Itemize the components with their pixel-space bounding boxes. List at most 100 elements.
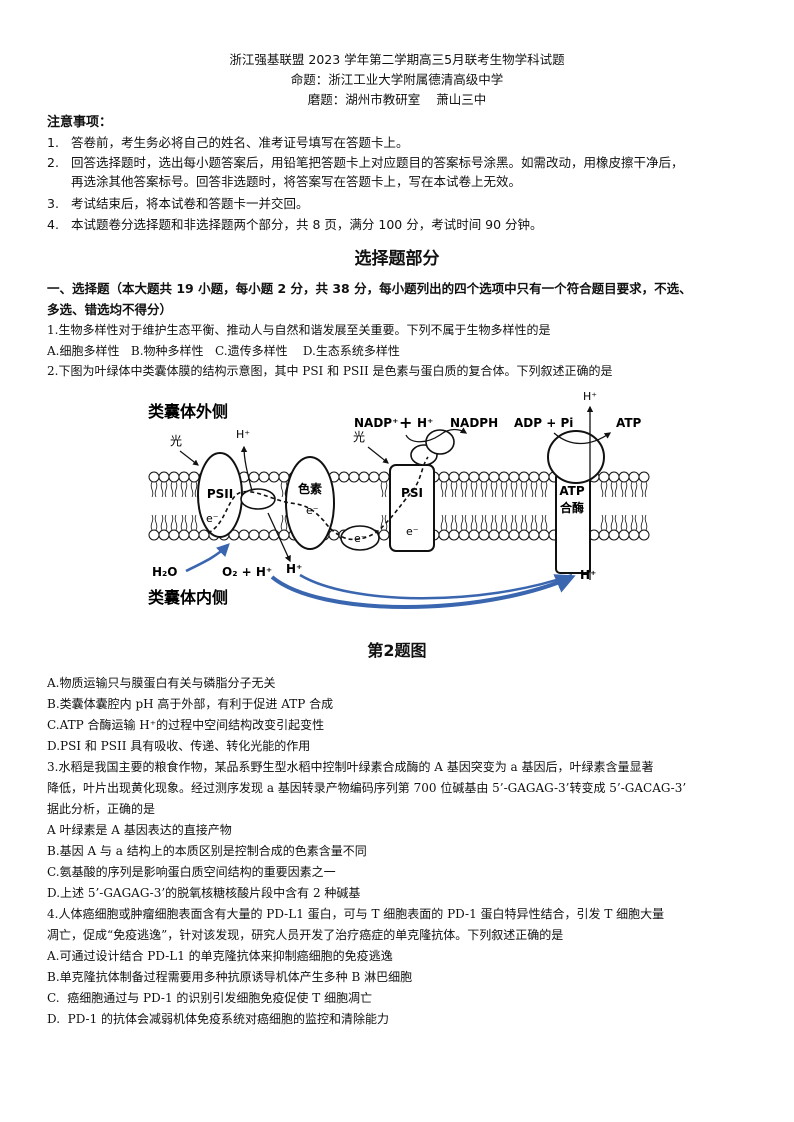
q4-option-c: C. 癌细胞通过与 PD-1 的识别引发细胞免疫促使 T 细胞凋亡 (47, 991, 373, 1005)
lipid-head (258, 471, 270, 483)
lipid-tail (160, 514, 168, 531)
carrier-ellipse (240, 488, 276, 510)
lipid-head (608, 529, 620, 541)
q4-option-a: A.可通过设计结合 PD-L1 的单克隆抗体来抑制癌细胞的免疫逃逸 (47, 949, 393, 963)
lipid-tail (600, 481, 608, 498)
lipid-tail (610, 481, 618, 498)
lipid-head (448, 529, 460, 541)
pigment-label: 色素 (298, 481, 322, 496)
lipid-head (488, 471, 500, 483)
hplus-label: H⁺ (286, 562, 302, 576)
lipid-tail (170, 514, 178, 531)
q1-options: A.细胞多样性 B.物种多样性 C.遗传多样性 D.生态系统多样性 (47, 344, 400, 358)
electron-label: e⁻ (206, 512, 219, 525)
lipid-head (248, 471, 260, 483)
lipid-head (168, 529, 180, 541)
lipid-tail (600, 514, 608, 531)
psi-label: PSI (401, 486, 423, 500)
lipid-tail (510, 514, 518, 531)
plus-sign: + (399, 413, 412, 432)
pigment-complex (285, 456, 335, 550)
lipid-tail (450, 514, 458, 531)
lipid-head (178, 529, 190, 541)
lipid-tail (470, 481, 478, 498)
lipid-tail (180, 481, 188, 498)
notice-item-3: 3. 考试结束后，将本试卷和答题卡一并交回。 (47, 194, 757, 213)
lipid-tail (490, 481, 498, 498)
q2-option-a: A.物质运输只与膜蛋白有关与磷脂分子无关 (47, 676, 276, 690)
hplus-label: H⁺ (583, 390, 597, 403)
notice-num: 1. (47, 135, 59, 150)
q2-stem: 2.下图为叶绿体中类囊体膜的结构示意图，其中 PSI 和 PSII 是色素与蛋白… (47, 364, 613, 378)
hplus-arrow (240, 445, 253, 492)
q4-option-b: B.单克隆抗体制备过程需要用多种抗原诱导机体产生多种 B 淋巴细胞 (47, 970, 413, 984)
lipid-head (188, 471, 200, 483)
q3-option-c: C.氨基酸的序列是影响蛋白质空间结构的重要因素之一 (47, 865, 336, 879)
lipid-head (508, 529, 520, 541)
lipid-head (628, 471, 640, 483)
notice-num: 3. (47, 196, 59, 211)
q3-option-d: D.上述 5’-GAGAG-3’的脱氧核糖核酸片段中含有 2 种碱基 (47, 886, 361, 900)
lipid-head (188, 529, 200, 541)
lipid-head (158, 529, 170, 541)
hplus-label: H⁺ (580, 568, 596, 582)
atp-reaction-arrow (553, 432, 612, 445)
adp-label: ADP + Pi (514, 416, 573, 430)
atp-synthase-label: ATP (559, 484, 585, 498)
lipid-head (538, 529, 550, 541)
lipid-head (378, 471, 390, 483)
hplus-label: H⁺ (417, 416, 433, 430)
water-label: H₂O (152, 565, 178, 579)
lipid-tail (280, 514, 288, 531)
water-split-arrow (185, 543, 230, 573)
exam-reviewer: 磨题：湖州市教研室 萧山三中 (307, 92, 487, 107)
q2-option-b: B.类囊体囊腔内 pH 高于外部，有利于促进 ATP 合成 (47, 697, 334, 711)
lipid-head (378, 529, 390, 541)
lipid-head (358, 471, 370, 483)
q3-stem-line: 降低，叶片出现黄化现象。经过测序发现 a 基因转录产物编码序列第 700 位碱基… (47, 781, 687, 795)
lipid-tail (540, 514, 548, 531)
lipid-tail (160, 481, 168, 498)
section-intro: 一、选择题（本大题共 19 小题，每小题 2 分，共 38 分，每小题列出的四个… (47, 278, 759, 320)
notice-text: 答卷前，考生务必将自己的姓名、准考证号填写在答题卡上。 (71, 135, 409, 150)
q2-option-d: D.PSI 和 PSII 具有吸收、传递、转化光能的作用 (47, 739, 311, 753)
electron-path (207, 456, 429, 541)
notice-text: 考试结束后，将本试卷和答题卡一并交回。 (71, 196, 309, 211)
lipid-head (148, 529, 160, 541)
section-title: 选择题部分 (354, 249, 440, 269)
lipid-head (278, 529, 290, 541)
q1-stem: 1.生物多样性对于维护生态平衡、推动人与自然和谐发展至关重要。下列不属于生物多样… (47, 323, 551, 337)
lipid-head (518, 471, 530, 483)
proton-gradient-arrow (270, 574, 576, 609)
lipid-tail (620, 481, 628, 498)
psi-complex (389, 464, 435, 552)
q3-option-a: A 叶绿素是 A 基因表达的直接产物 (47, 823, 232, 837)
lipid-tail (480, 514, 488, 531)
q3-stem-line: 据此分析，正确的是 (47, 802, 156, 816)
section-intro-line: 一、选择题（本大题共 19 小题，每小题 2 分，共 38 分，每小题列出的四个… (47, 281, 692, 296)
lipid-tail (180, 514, 188, 531)
lipid-head (598, 471, 610, 483)
lipid-tail (380, 481, 388, 498)
nadp-reaction-arrow (405, 427, 468, 443)
hplus-label: H⁺ (236, 428, 250, 441)
nadp-reductase (425, 429, 455, 455)
lipid-head (238, 529, 250, 541)
section-intro-line: 多选、错选均不得分） (47, 302, 173, 317)
lipid-head (498, 471, 510, 483)
lipid-head (368, 471, 380, 483)
lipid-head (458, 529, 470, 541)
nadph-label: NADPH (450, 416, 498, 430)
notice-text: 回答选择题时，选出每小题答案后，用铅笔把答题卡上对应题目的答案标号涂黑。如需改动… (71, 155, 684, 170)
lipid-tail (520, 481, 528, 498)
q3-stem-line: 3.水稻是我国主要的粮食作物，某品系野生型水稻中控制叶绿素合成酶的 A 基因突变… (47, 760, 654, 774)
electron-label: e⁻ (354, 532, 367, 545)
lipid-head (278, 471, 290, 483)
lipid-tail (630, 481, 638, 498)
lipid-head (608, 471, 620, 483)
notice-item-1: 1. 答卷前，考生务必将自己的姓名、准考证号填写在答题卡上。 (47, 133, 757, 152)
lipid-tail (530, 481, 538, 498)
lipid-head (478, 529, 490, 541)
lipid-tail (610, 514, 618, 531)
